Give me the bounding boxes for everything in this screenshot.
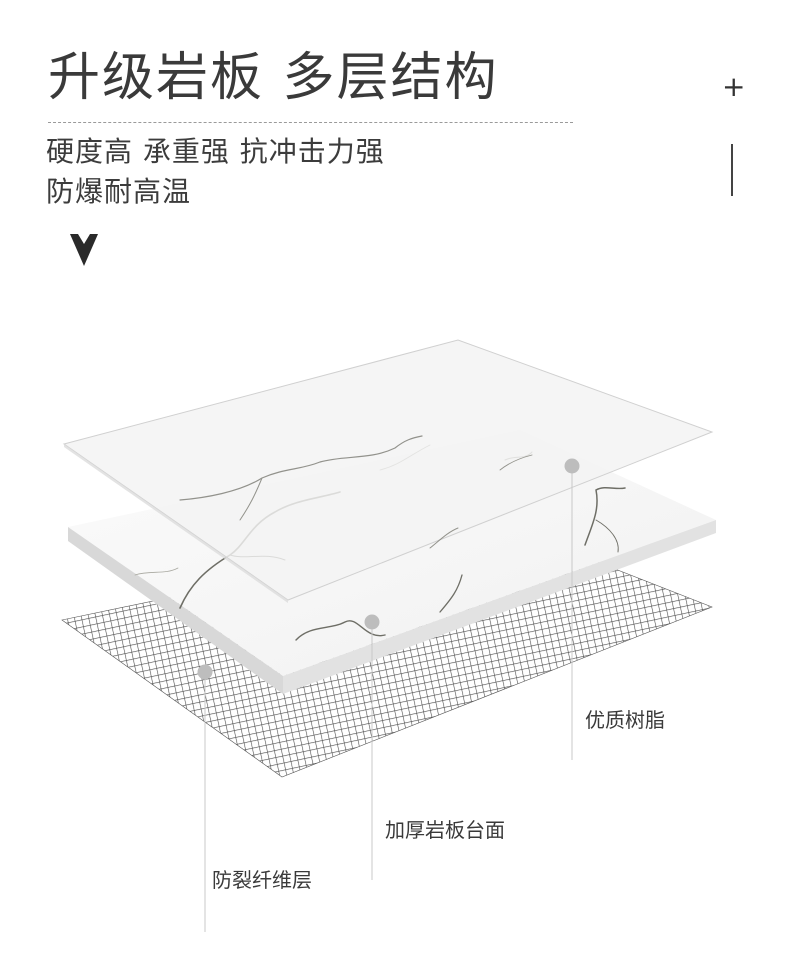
fiber-layer-label: 防裂纤维层	[212, 868, 312, 892]
dashed-divider	[48, 122, 573, 123]
subtitle-line-2: 防爆耐高温	[46, 175, 192, 208]
vertical-divider	[731, 144, 733, 196]
resin-layer-label: 优质树脂	[585, 708, 665, 732]
down-arrow-notch	[78, 234, 90, 244]
plus-icon[interactable]: +	[722, 70, 746, 103]
subtitle-line-1: 硬度高 承重强 抗冲击力强	[46, 135, 385, 168]
callout-markers	[197, 458, 580, 932]
slab-layer-label: 加厚岩板台面	[385, 818, 505, 842]
resin-sheet-layer	[62, 339, 714, 603]
page-title: 升级岩板 多层结构	[48, 48, 499, 108]
